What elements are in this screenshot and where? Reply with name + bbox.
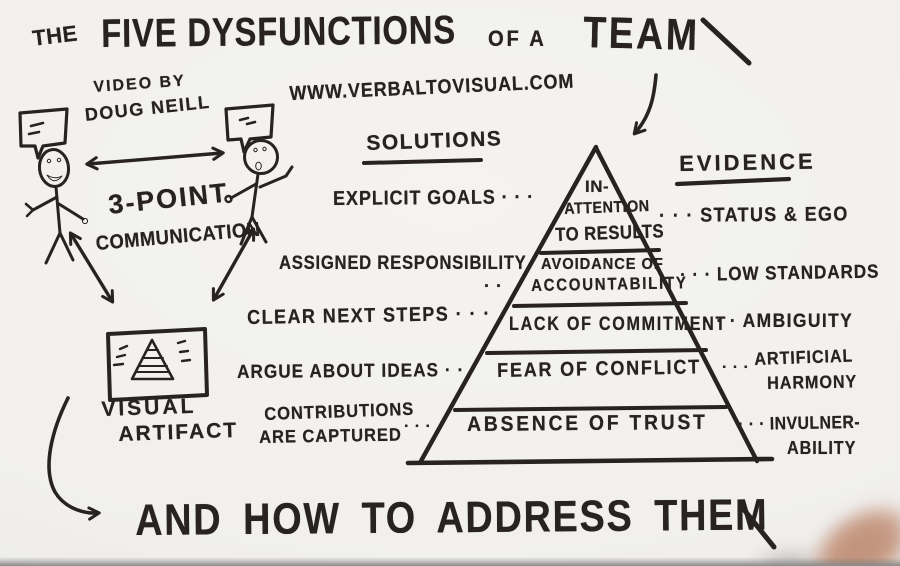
communication-label-line2: COMMUNICATION (94, 218, 262, 255)
title-team-swoosh (700, 17, 752, 66)
stick-figure-left (24, 148, 89, 265)
pyramid-divider-1 (539, 248, 661, 255)
arrow-title-to-pyramid (632, 73, 658, 136)
whiteboard-bottom-edge (0, 557, 900, 566)
evidence-artificial: ARTIFICIAL (753, 345, 854, 369)
solution-assigned-responsibility: ASSIGNED RESPONSIBILITY (279, 253, 527, 274)
communication-label-line1: 3-POINT (106, 177, 230, 220)
artifact-label-line1: VISUAL (100, 394, 197, 421)
evidence-invulnerability-line2: ABILITY (787, 438, 857, 458)
arrow-between-figures (85, 146, 225, 171)
solution-contributions: CONTRIBUTIONS (263, 398, 415, 424)
bottom-caption: AND HOW TO ADDRESS THEM (134, 490, 769, 545)
dysfunction-lack-of-commitment: LACK OF COMMITMENT (509, 314, 728, 335)
credit-line-2: DOUG NEILL (83, 91, 212, 125)
dysfunction-avoidance-line2: ACCOUNTABILITY (530, 273, 688, 295)
evidence-underline (674, 176, 792, 187)
dysfunction-fear-of-conflict: FEAR OF CONFLICT (496, 356, 702, 382)
solution-contributions-dots: · · · (404, 418, 432, 435)
solution-clear-next-steps: CLEAR NEXT STEPS · · · (246, 302, 492, 329)
page-title-team: TEAM (582, 8, 701, 61)
evidence-header: EVIDENCE (678, 148, 816, 176)
evidence-harmony: HARMONY (766, 371, 858, 393)
arrow-artifact-to-caption (47, 396, 101, 521)
page-title-the: THE (30, 20, 80, 51)
visual-artifact-sketch (106, 327, 209, 402)
page-title-main: FIVE DYSFUNCTIONS (100, 8, 457, 56)
evidence-low-standards: · · · LOW STANDARDS (679, 261, 880, 286)
evidence-status-ego: · · · STATUS & EGO (658, 203, 849, 227)
dysfunction-inattention-line1: IN- (585, 177, 610, 196)
dysfunction-absence-of-trust: ABSENCE OF TRUST (466, 410, 708, 436)
website-url: WWW.VERBALTOVISUAL.COM (288, 70, 575, 105)
presenter-hand (764, 467, 900, 566)
dysfunction-avoidance-line1: AVOIDANCE OF (541, 256, 664, 273)
page-title-of-a: OF A (488, 26, 547, 51)
solution-assigned-responsibility-dots: · · (484, 276, 503, 296)
solutions-underline (362, 158, 483, 165)
solution-are-captured: ARE CAPTURED (258, 424, 402, 447)
solution-explicit-goals: EXPLICIT GOALS · · · (332, 186, 535, 210)
speech-bubble-left (18, 107, 69, 160)
credit-line-1: VIDEO BY (92, 72, 187, 96)
evidence-invulnerability-line1: · · · INVULNER- (737, 411, 861, 434)
dysfunction-inattention-line3: TO RESULTS (554, 221, 665, 246)
solutions-header: SOLUTIONS (365, 127, 503, 155)
pyramid-divider-2 (512, 301, 688, 308)
solution-argue-about-ideas: ARGUE ABOUT IDEAS · · · (236, 359, 478, 383)
artifact-label-line2: ARTIFACT (117, 418, 239, 446)
evidence-artificial-harmony-dots: · · · (722, 359, 750, 376)
evidence-ambiguity: · · · AMBIGUITY (703, 311, 854, 332)
pyramid-divider-3 (485, 348, 708, 355)
pyramid-divider-4 (453, 405, 728, 412)
dysfunction-inattention-line2: ATTENTION (563, 198, 650, 218)
speech-bubble-right (224, 103, 275, 154)
